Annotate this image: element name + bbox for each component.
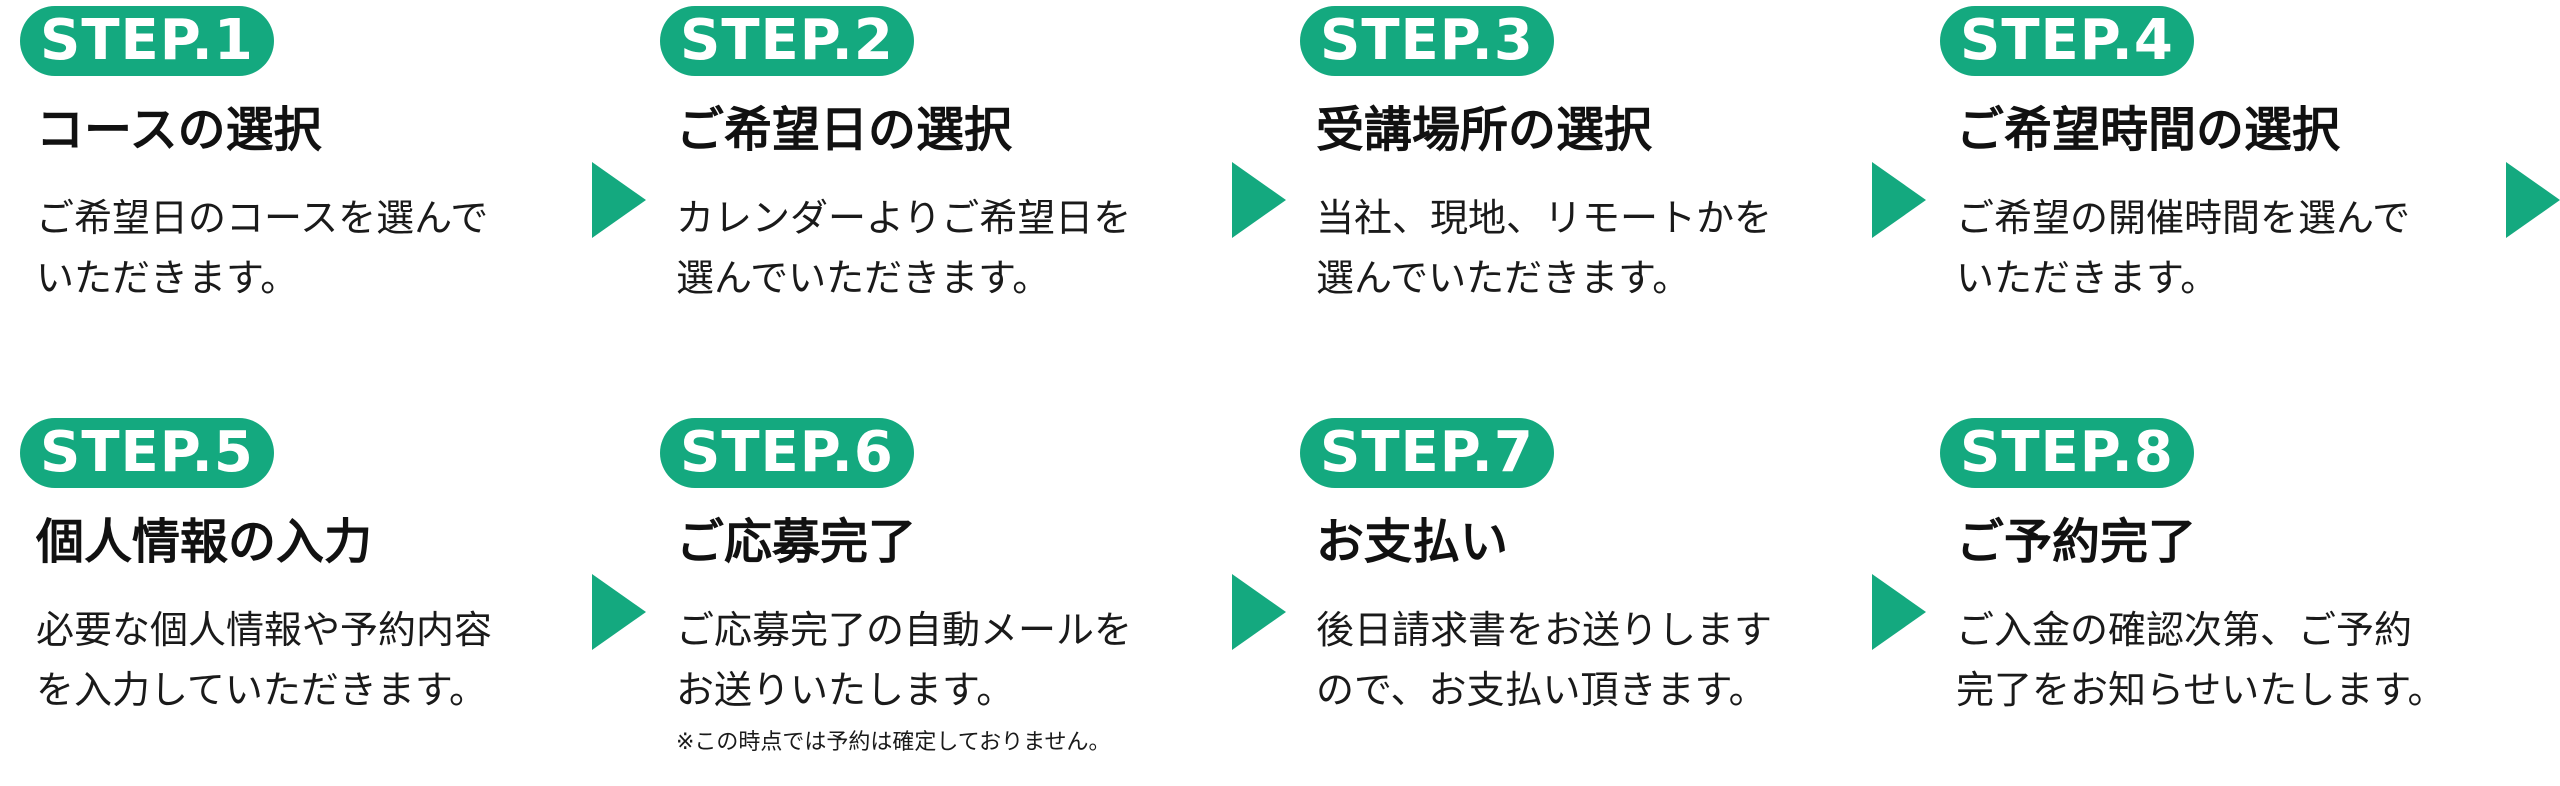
step-description-line: いただきます。	[36, 256, 299, 300]
step-description: カレンダーよりご希望日を 選んでいただきます。	[660, 188, 1220, 308]
step-description: ご入金の確認次第、ご予約 完了をお知らせいたします。	[1940, 600, 2500, 720]
step-description-line: 完了をお知らせいたします。	[1956, 668, 2446, 712]
step-description-line: ので、お支払い頂きます。	[1316, 668, 1767, 712]
step-description-line: ご入金の確認次第、ご予約	[1956, 608, 2413, 652]
step-description-line: ご希望日のコースを選んで	[36, 196, 489, 240]
step-6: STEP.6 ご応募完了 ご応募完了の自動メールを お送りいたします。 ※この時…	[660, 418, 1220, 758]
step-badge: STEP.1	[20, 6, 274, 76]
step-3: STEP.3 受講場所の選択 当社、現地、リモートかを 選んでいただきます。	[1300, 6, 1860, 308]
step-description: ご希望日のコースを選んで いただきます。	[20, 188, 580, 308]
step-note: ※この時点では予約は確定しておりません。	[676, 730, 1111, 755]
step-title: お支払い	[1316, 514, 1509, 570]
step-description-line: 当社、現地、リモートかを	[1316, 196, 1773, 240]
step-description-line: 選んでいただきます。	[1316, 256, 1691, 300]
step-badge: STEP.4	[1940, 6, 2194, 76]
step-description-line: 後日請求書をお送りします	[1316, 608, 1773, 652]
step-4: STEP.4 ご希望時間の選択 ご希望の開催時間を選んで いただきます。	[1940, 6, 2500, 308]
triangle-right-icon	[2506, 162, 2560, 238]
step-description: ご応募完了の自動メールを お送りいたします。	[660, 600, 1220, 720]
step-description-line: ご応募完了の自動メールを	[676, 608, 1133, 652]
step-title: 受講場所の選択	[1316, 102, 1653, 158]
step-5: STEP.5 個人情報の入力 必要な個人情報や予約内容 を入力していただきます。	[20, 418, 580, 720]
step-title: ご予約完了	[1956, 514, 2197, 570]
triangle-right-icon	[1232, 574, 1286, 650]
step-1: STEP.1 コースの選択 ご希望日のコースを選んで いただきます。	[20, 6, 580, 308]
step-badge: STEP.8	[1940, 418, 2194, 488]
step-badge: STEP.2	[660, 6, 914, 76]
step-7: STEP.7 お支払い 後日請求書をお送りします ので、お支払い頂きます。	[1300, 418, 1860, 720]
triangle-right-icon	[1872, 574, 1926, 650]
step-title: ご希望日の選択	[676, 102, 1013, 158]
triangle-right-icon	[592, 162, 646, 238]
step-description: 必要な個人情報や予約内容 を入力していただきます。	[20, 600, 580, 720]
step-description: 当社、現地、リモートかを 選んでいただきます。	[1300, 188, 1860, 308]
step-2: STEP.2 ご希望日の選択 カレンダーよりご希望日を 選んでいただきます。	[660, 6, 1220, 308]
step-8: STEP.8 ご予約完了 ご入金の確認次第、ご予約 完了をお知らせいたします。	[1940, 418, 2500, 720]
step-title: コースの選択	[36, 102, 322, 158]
step-badge: STEP.6	[660, 418, 914, 488]
step-description-line: ご希望の開催時間を選んで	[1956, 196, 2411, 240]
step-description-line: を入力していただきます。	[36, 668, 488, 712]
step-description-line: いただきます。	[1956, 256, 2219, 300]
step-description-line: 必要な個人情報や予約内容	[36, 608, 493, 652]
step-description-line: お送りいたします。	[676, 668, 1015, 712]
step-title: ご希望時間の選択	[1956, 102, 2341, 158]
step-badge: STEP.7	[1300, 418, 1554, 488]
triangle-right-icon	[592, 574, 646, 650]
step-description-line: 選んでいただきます。	[676, 256, 1051, 300]
triangle-right-icon	[1232, 162, 1286, 238]
step-badge: STEP.5	[20, 418, 274, 488]
step-description: 後日請求書をお送りします ので、お支払い頂きます。	[1300, 600, 1860, 720]
triangle-right-icon	[1872, 162, 1926, 238]
step-description: ご希望の開催時間を選んで いただきます。	[1940, 188, 2500, 308]
step-description-line: カレンダーよりご希望日を	[676, 196, 1132, 240]
step-badge: STEP.3	[1300, 6, 1554, 76]
step-title: 個人情報の入力	[36, 514, 373, 570]
step-title: ご応募完了	[676, 514, 917, 570]
